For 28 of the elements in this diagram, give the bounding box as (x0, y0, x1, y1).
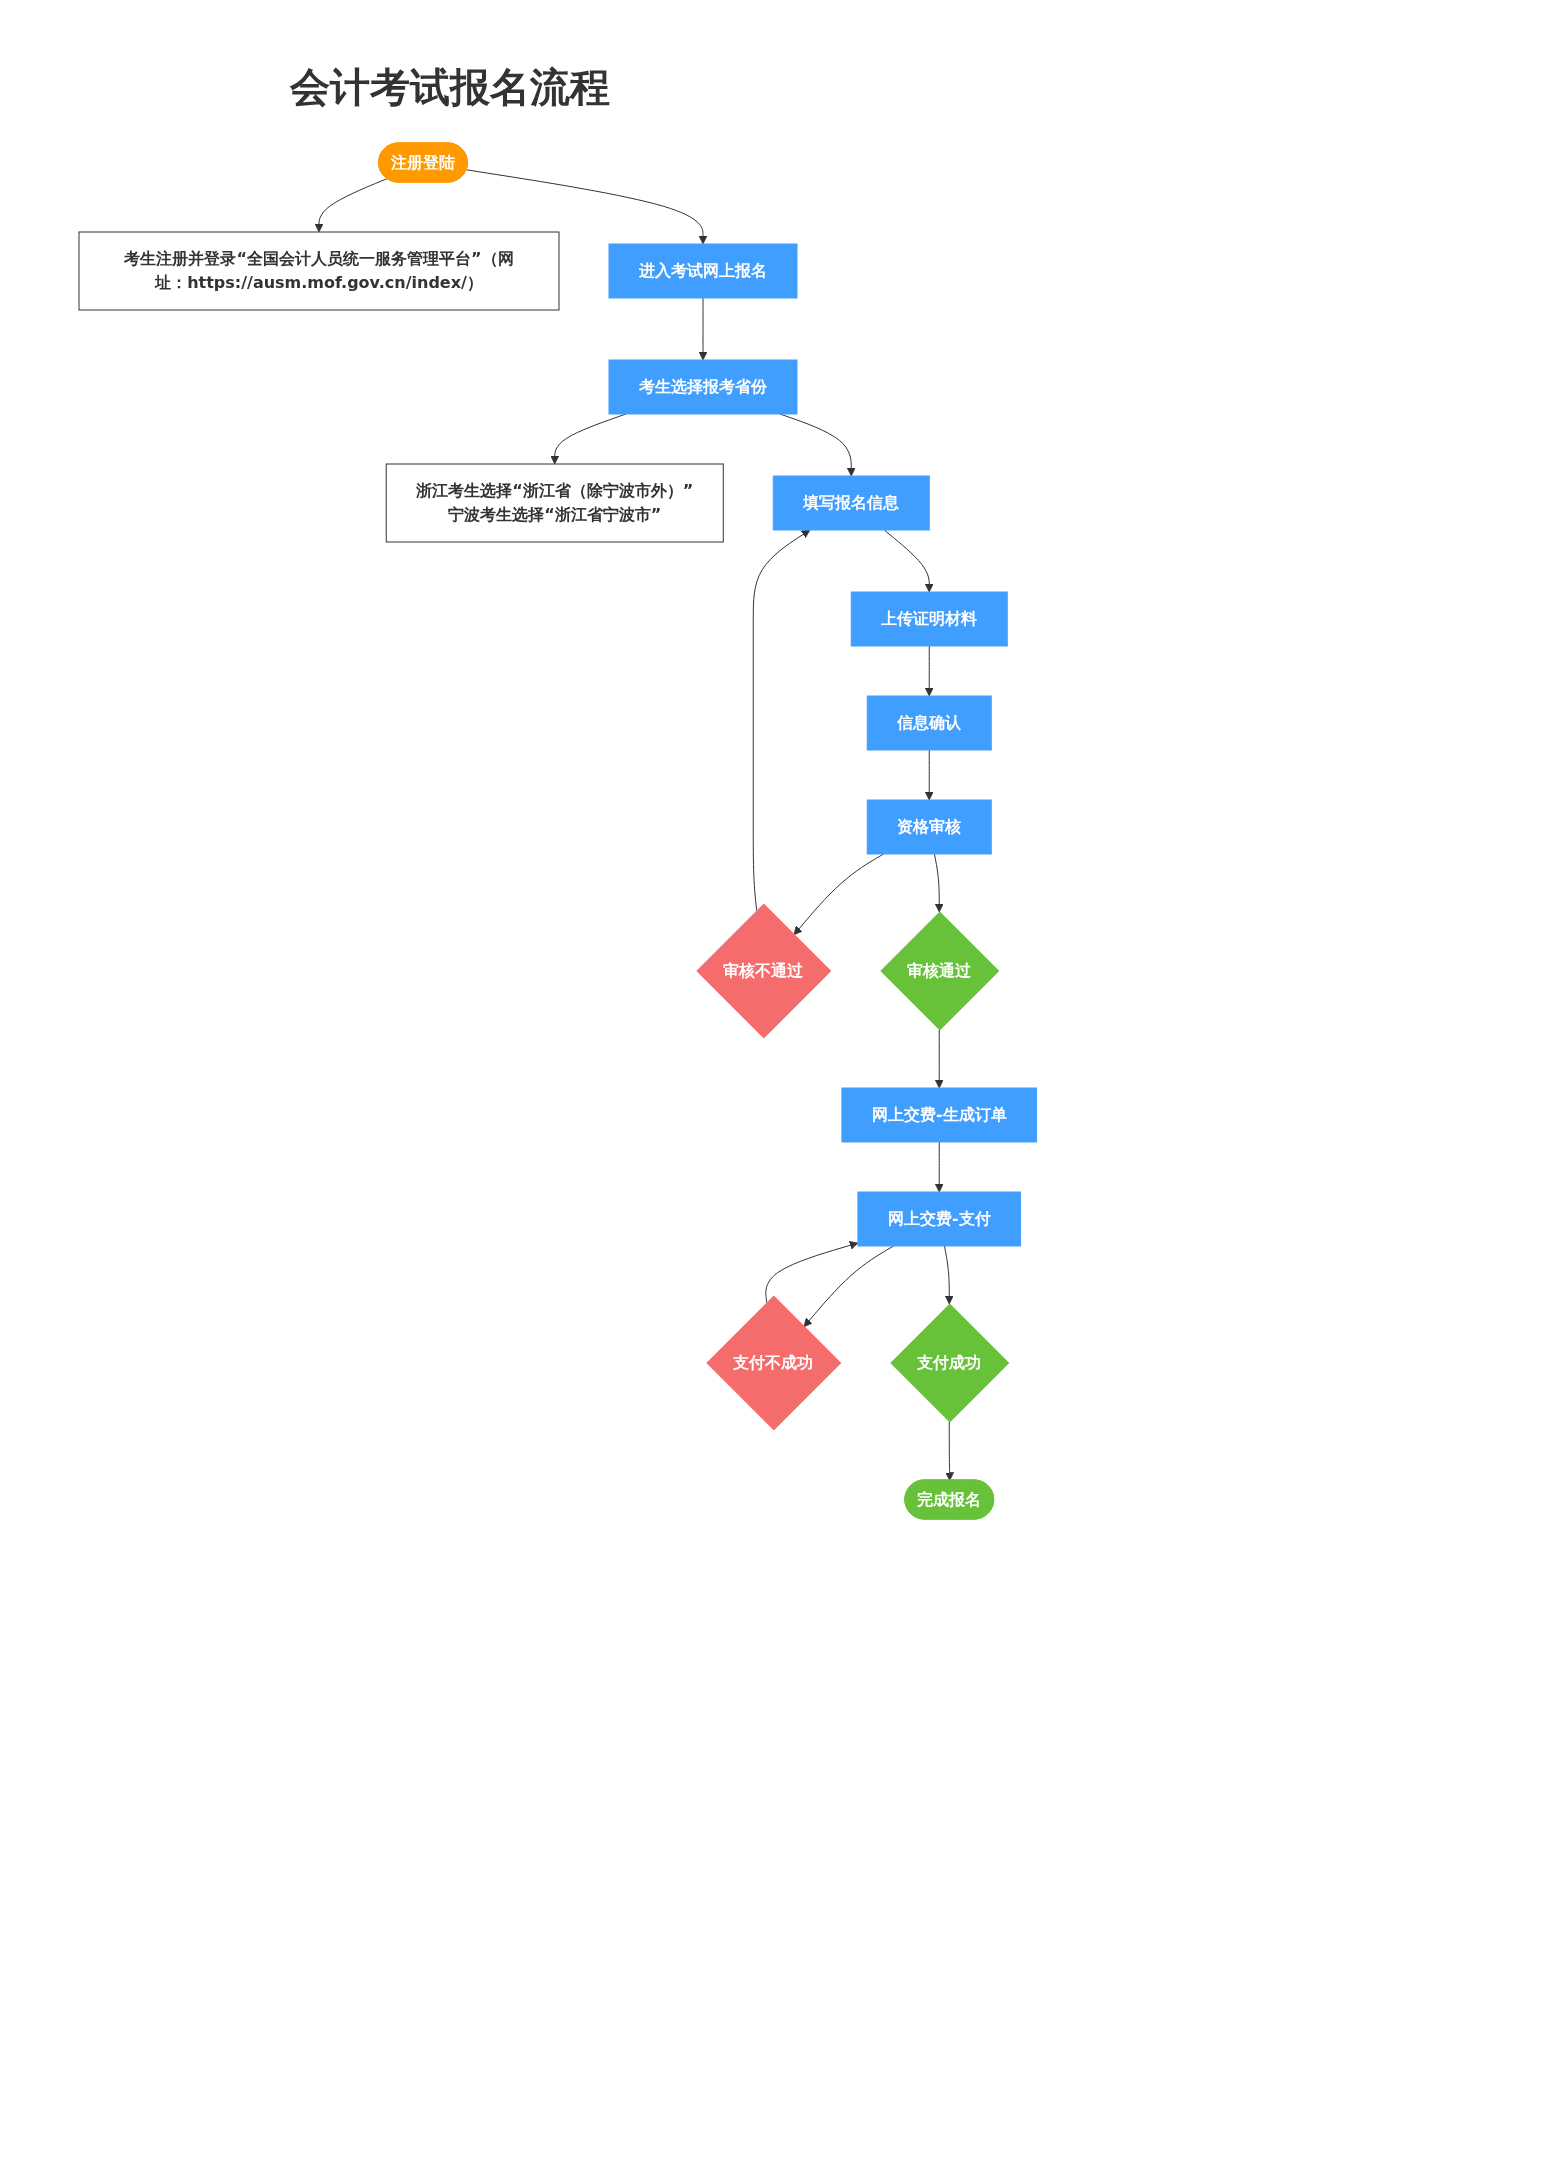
node-box: 上传证明材料 (850, 591, 1008, 647)
arrow (924, 645, 934, 697)
node-box: 填写报名信息 (772, 475, 930, 531)
node-box: 浙江考生选择“浙江省（除宁波市外）” 宁波考生选择“浙江省宁波市” (385, 463, 724, 543)
node-diamond: 审核不通过 (696, 903, 832, 1039)
node-diamond: 审核通过 (880, 911, 1000, 1031)
arrow (934, 1141, 944, 1193)
node-diamond: 支付不成功 (706, 1295, 842, 1431)
arrow (765, 1241, 859, 1304)
arrow (934, 1029, 944, 1089)
arrow (943, 1245, 954, 1305)
arrow (698, 297, 708, 361)
node-box: 考生注册并登录“全国会计人员统一服务管理平台”（网址：https://ausm.mof.gov.cn/index/） (78, 231, 560, 311)
arrow (945, 1421, 954, 1481)
node-box: 进入考试网上报名 (608, 243, 798, 299)
node-box: 资格审核 (866, 799, 992, 855)
node-diamond: 支付成功 (890, 1303, 1010, 1423)
node-box: 信息确认 (866, 695, 992, 751)
arrow (924, 749, 934, 801)
diagram-title: 会计考试报名流程 (290, 63, 611, 112)
arrow (752, 529, 811, 912)
arrow (314, 178, 388, 233)
node-box: 网上交费-生成订单 (841, 1087, 1038, 1143)
node-box: 网上交费-支付 (857, 1191, 1022, 1247)
node-box: 考生选择报考省份 (608, 359, 798, 415)
arrow (466, 169, 708, 245)
arrow (883, 529, 934, 593)
arrow (933, 853, 944, 913)
